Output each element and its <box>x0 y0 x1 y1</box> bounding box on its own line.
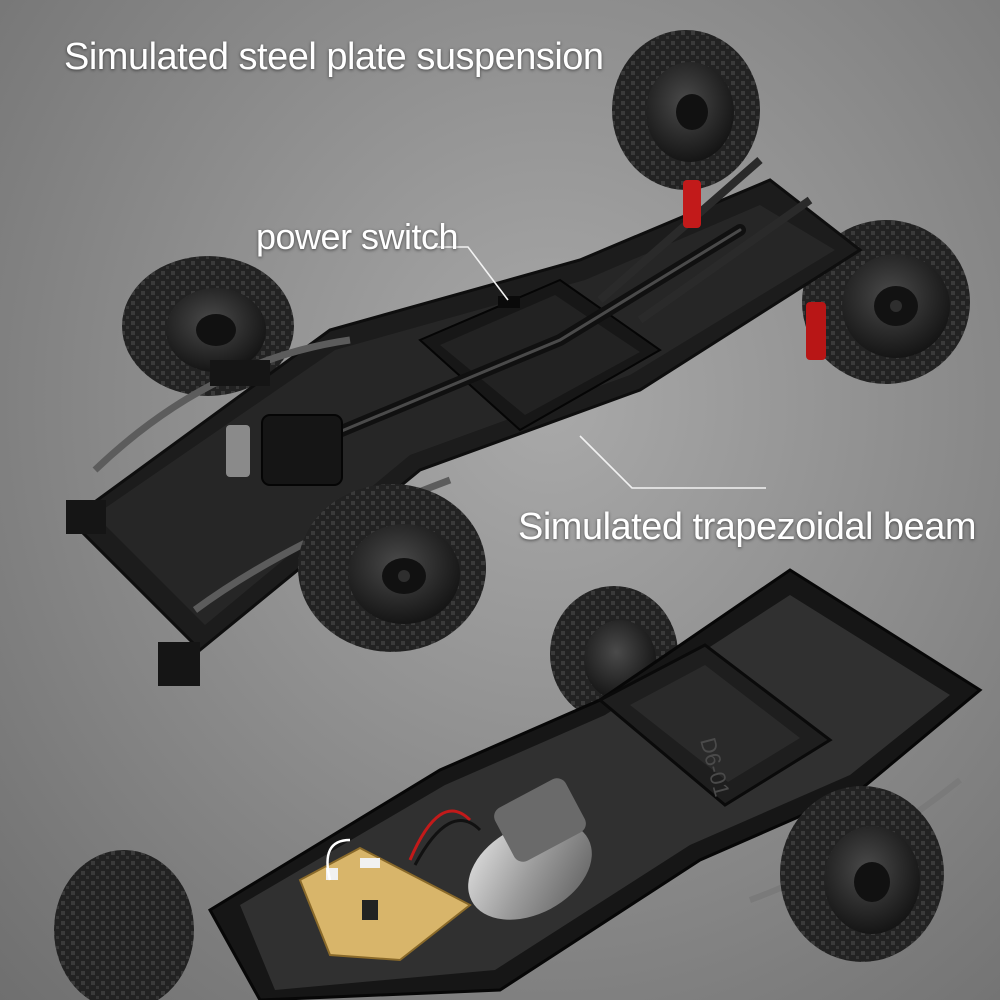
wheel-lower-right <box>780 786 944 962</box>
shock-absorbers <box>226 180 826 477</box>
wheel-top-right <box>612 30 760 190</box>
wheel-bottom-front <box>298 484 486 652</box>
circuit-board <box>298 846 472 962</box>
wheel-lower-left <box>54 850 194 1000</box>
battery-tray: D6-01 <box>597 643 833 807</box>
motor <box>468 778 592 920</box>
power-switch-label: power switch <box>256 216 459 257</box>
suspension-label: Simulated steel plate suspension <box>64 36 604 78</box>
callout-leaders <box>436 246 766 489</box>
beam-label: Simulated trapezoidal beam <box>518 506 977 548</box>
open-chassis: D6-01 <box>54 568 983 1000</box>
power-switch-leader <box>436 246 509 301</box>
assembled-chassis <box>66 30 970 686</box>
beam-leader <box>579 435 766 489</box>
